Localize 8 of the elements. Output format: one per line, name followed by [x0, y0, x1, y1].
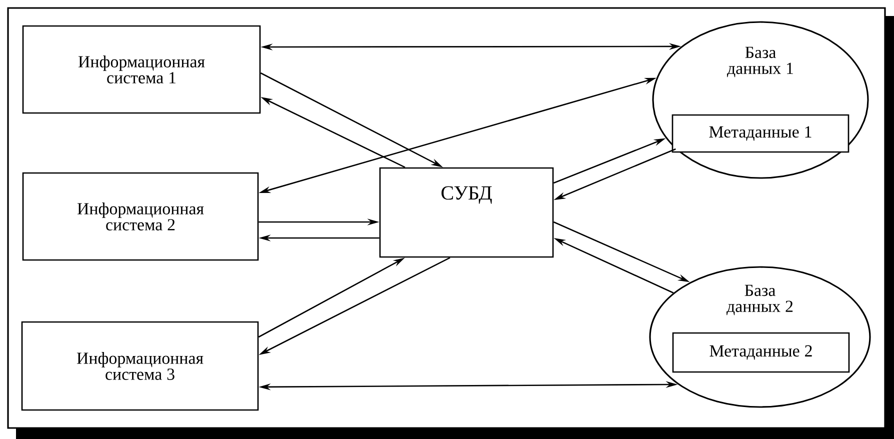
metadata-box: Метаданные 2	[672, 332, 850, 373]
database-label: База данных 1	[727, 46, 793, 78]
dbms-box: СУБД	[379, 167, 554, 258]
system-box: Информационная система 1	[22, 25, 261, 114]
system-box: Информационная система 2	[22, 172, 259, 261]
metadata-box: Метаданные 1	[672, 114, 850, 153]
database-label: База данных 2	[726, 284, 793, 316]
system-box: Информационная система 3	[21, 321, 259, 411]
